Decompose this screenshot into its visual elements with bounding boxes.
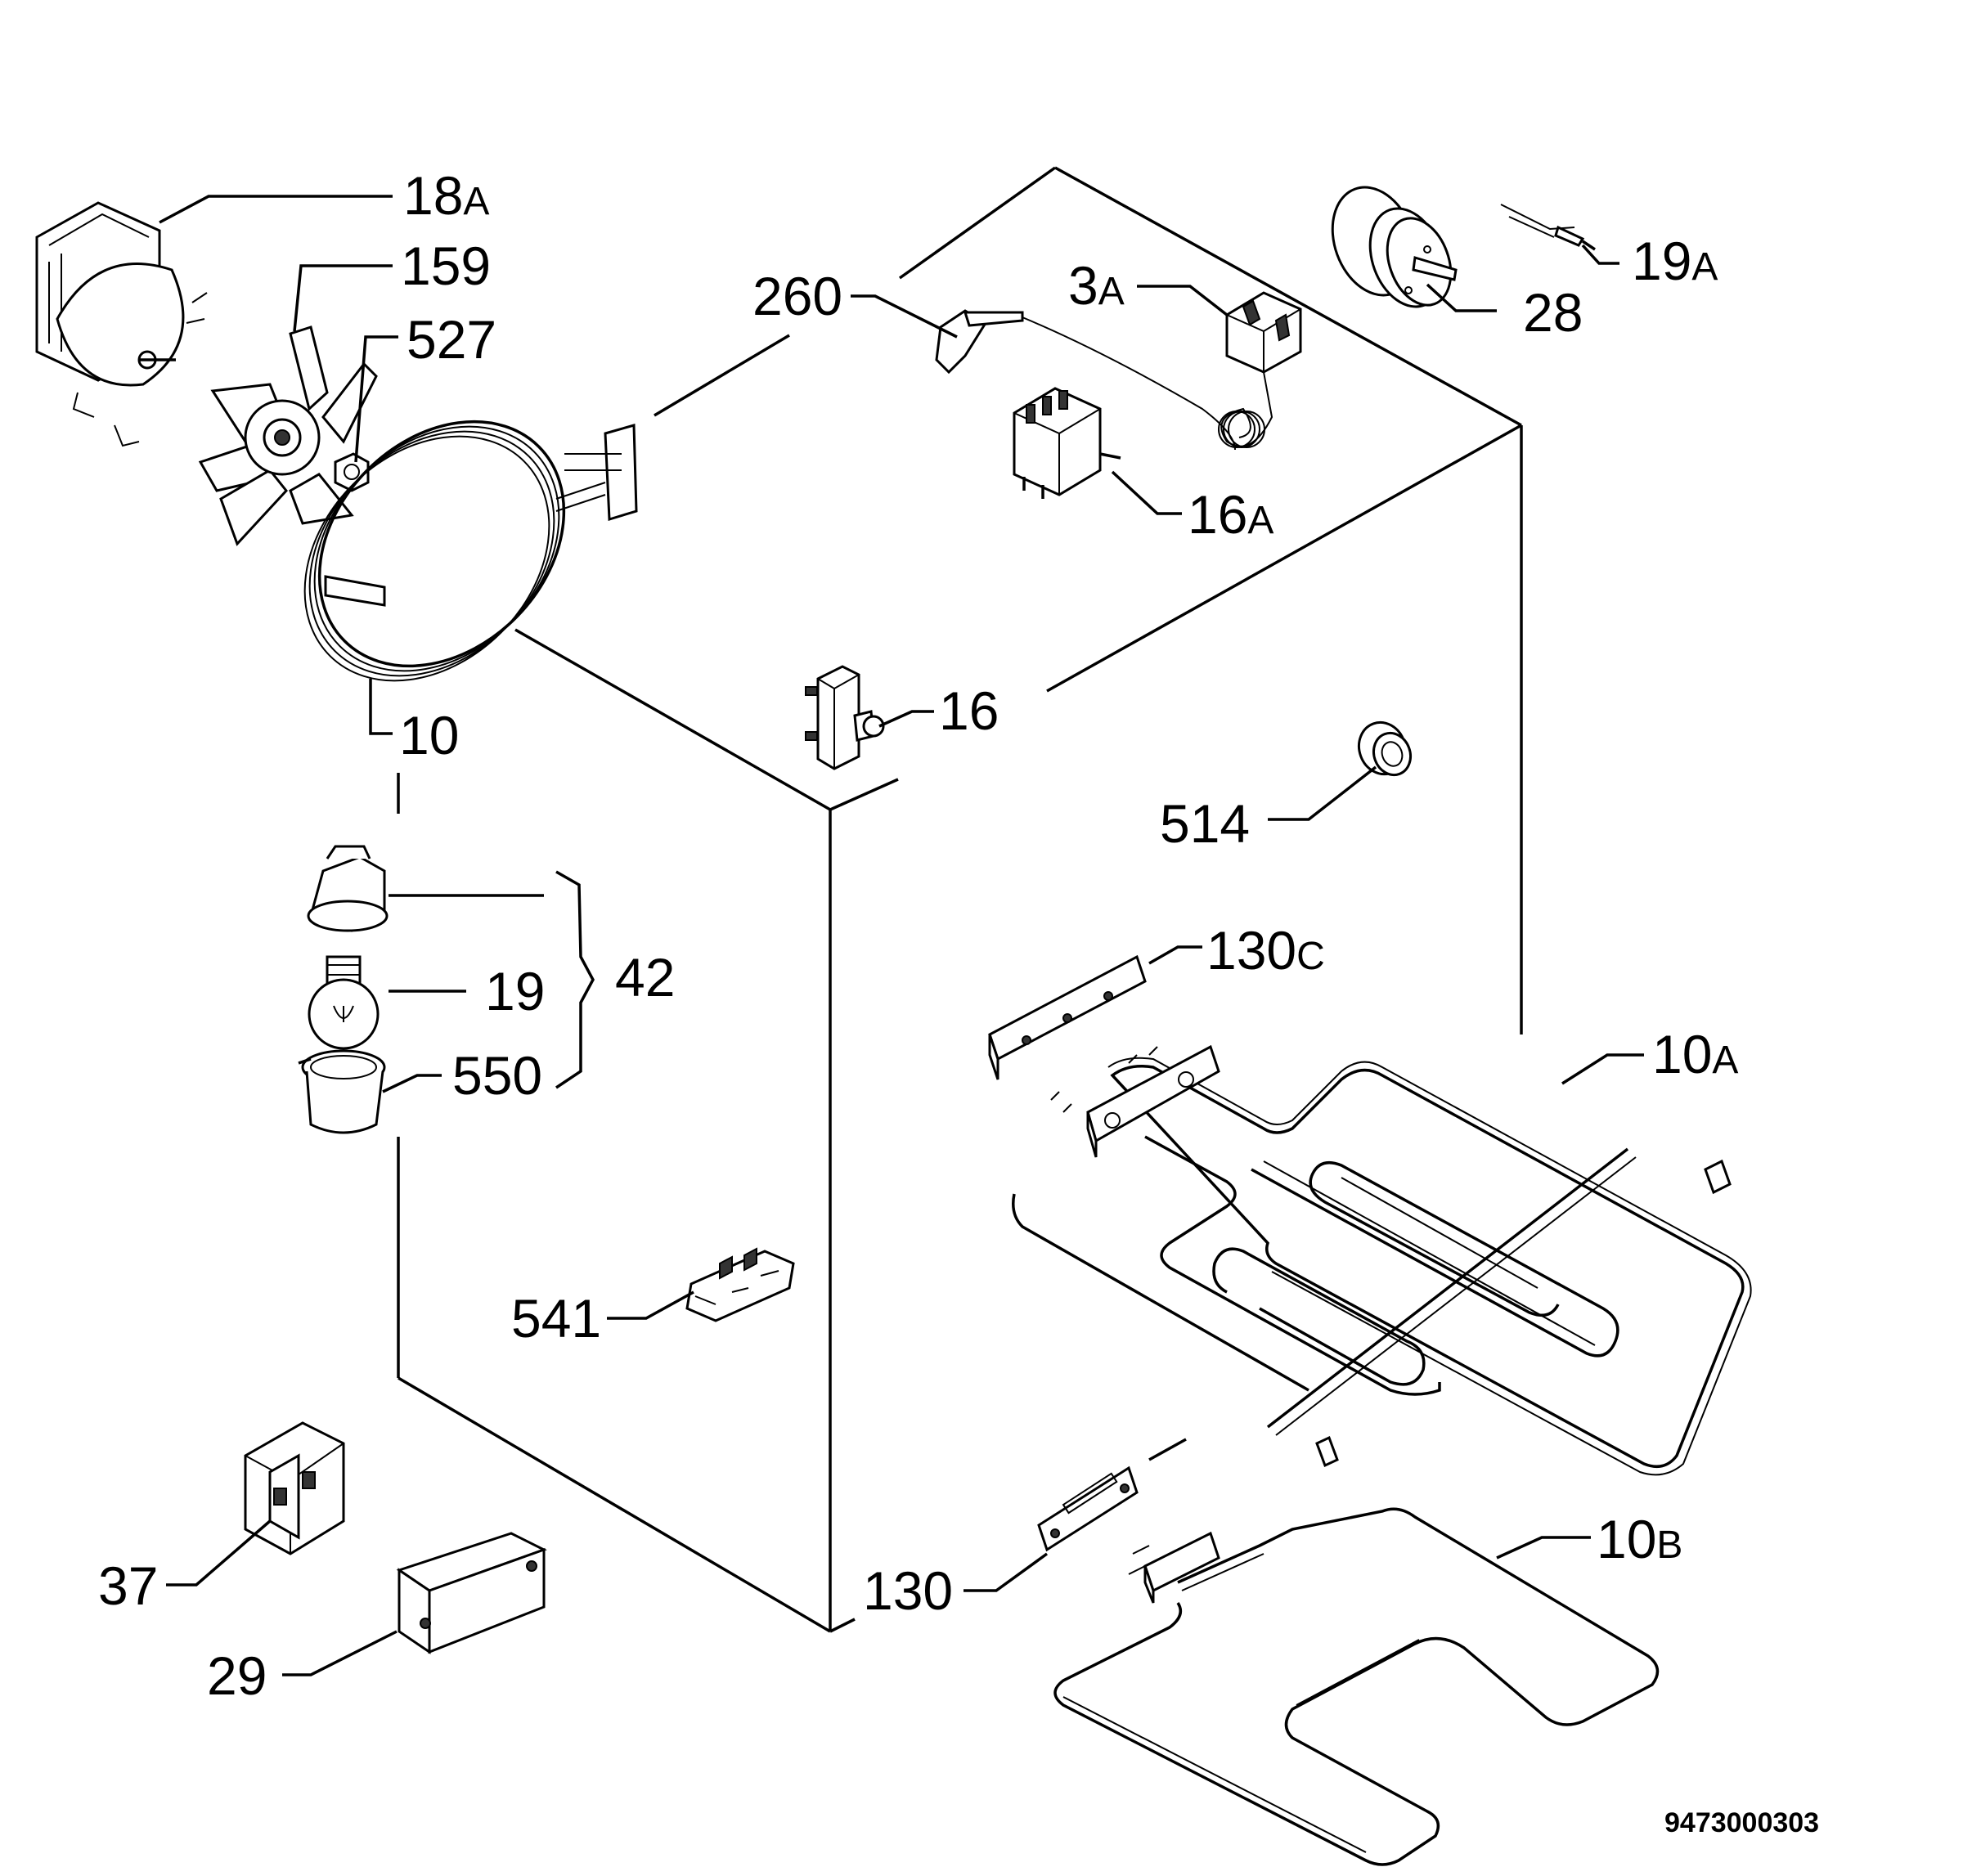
label-29: 29 [207,1645,267,1706]
leader-lines [159,195,1644,1676]
part-labels: 18A 159 527 10 260 3A 16A 28 19A 16 514 … [98,165,1819,1838]
label-10: 10 [399,705,459,765]
door-switch-part [805,665,885,770]
temperature-probe-part [935,309,1236,451]
grommet-part [1358,720,1413,777]
fan-motor-part [35,201,208,447]
lamp-holder-part [307,845,389,932]
thermostat-part [1218,291,1302,448]
label-19a: 19A [1632,231,1718,291]
label-550: 550 [452,1045,542,1106]
diagram-code: 9473000303 [1664,1807,1819,1838]
group-brace [555,870,595,1089]
label-541: 541 [511,1288,601,1349]
label-10a: 10A [1652,1024,1738,1084]
label-19: 19 [485,961,545,1021]
label-37: 37 [98,1555,158,1616]
label-130: 130 [863,1560,953,1621]
microswitch-part [244,1421,345,1555]
gasket-plate-130c-part [988,954,1147,1080]
label-260: 260 [752,266,842,326]
terminal-block-part [685,1247,795,1322]
lamp-cover-part [298,1049,386,1134]
label-42: 42 [615,947,675,1008]
lead-wire-part [1500,204,1596,251]
oven-cavity-outline [397,166,1523,1633]
label-159: 159 [401,236,491,296]
grill-element-part [1012,1044,1752,1476]
label-514: 514 [1160,793,1250,854]
lamp-bulb-part [308,955,380,1050]
label-28: 28 [1523,282,1583,343]
label-130c: 130C [1206,920,1325,981]
circular-heating-element-part [303,420,638,682]
fan-nut-part [334,452,370,492]
selector-switch-part [1013,387,1121,499]
label-18a: 18A [403,165,489,226]
label-16a: 16A [1188,484,1273,545]
label-3a: 3A [1068,255,1125,316]
label-16: 16 [939,680,999,741]
fan-blade-part [198,325,378,546]
mounting-bracket-part [396,1532,547,1654]
gasket-plate-130-part [1037,1465,1139,1552]
label-10b: 10B [1597,1509,1682,1569]
label-527: 527 [407,309,496,370]
timer-knob-part [1331,186,1458,308]
bottom-element-part [1053,1507,1660,1866]
